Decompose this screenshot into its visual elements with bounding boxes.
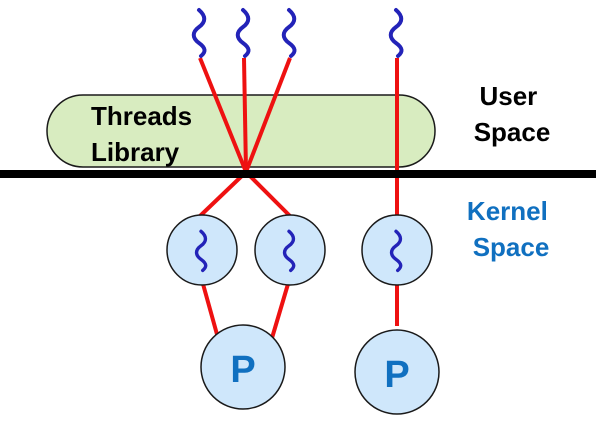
kernel-space-label-line1: Kernel [467, 196, 548, 226]
connector-user-thread-2 [242, 57, 248, 173]
processor-node-2: P [354, 329, 440, 415]
user-space-label-line1: User [479, 81, 537, 111]
user-thread-icon-1 [191, 8, 207, 58]
connector-library-to-kthread-2 [244, 170, 292, 218]
threads-library-label-line1: Threads [91, 101, 192, 131]
threads-library-box [46, 94, 436, 168]
threads-library-label: Threads Library [91, 101, 199, 167]
connector-user-thread-3 [244, 57, 292, 173]
processor-label-1: P [230, 349, 255, 391]
user-thread-icon-2 [235, 8, 251, 58]
user-thread-icon-3 [281, 8, 297, 58]
connector-library-to-kthread-1 [198, 170, 248, 218]
user-space-label-line2: Space [474, 117, 551, 147]
kernel-space-label-line2: Space [473, 232, 550, 262]
kernel-user-boundary-line [0, 170, 596, 178]
user-thread-icon-4 [388, 8, 404, 58]
user-space-label: User Space [474, 81, 551, 147]
processor-label-2: P [384, 354, 409, 396]
connector-kthread-1-to-p1 [201, 283, 220, 339]
kernel-thread-node-3 [361, 214, 433, 286]
connector-lines [198, 57, 399, 339]
kernel-space-label: Kernel Space [467, 196, 555, 262]
processor-node-1: P [200, 324, 286, 410]
kernel-thread-node-2 [254, 214, 326, 286]
kernel-thread-node-1 [166, 214, 238, 286]
connector-kthread-2-to-p1 [270, 283, 290, 339]
connector-user-thread-1 [198, 57, 248, 173]
threads-library-label-line2: Library [91, 137, 180, 167]
